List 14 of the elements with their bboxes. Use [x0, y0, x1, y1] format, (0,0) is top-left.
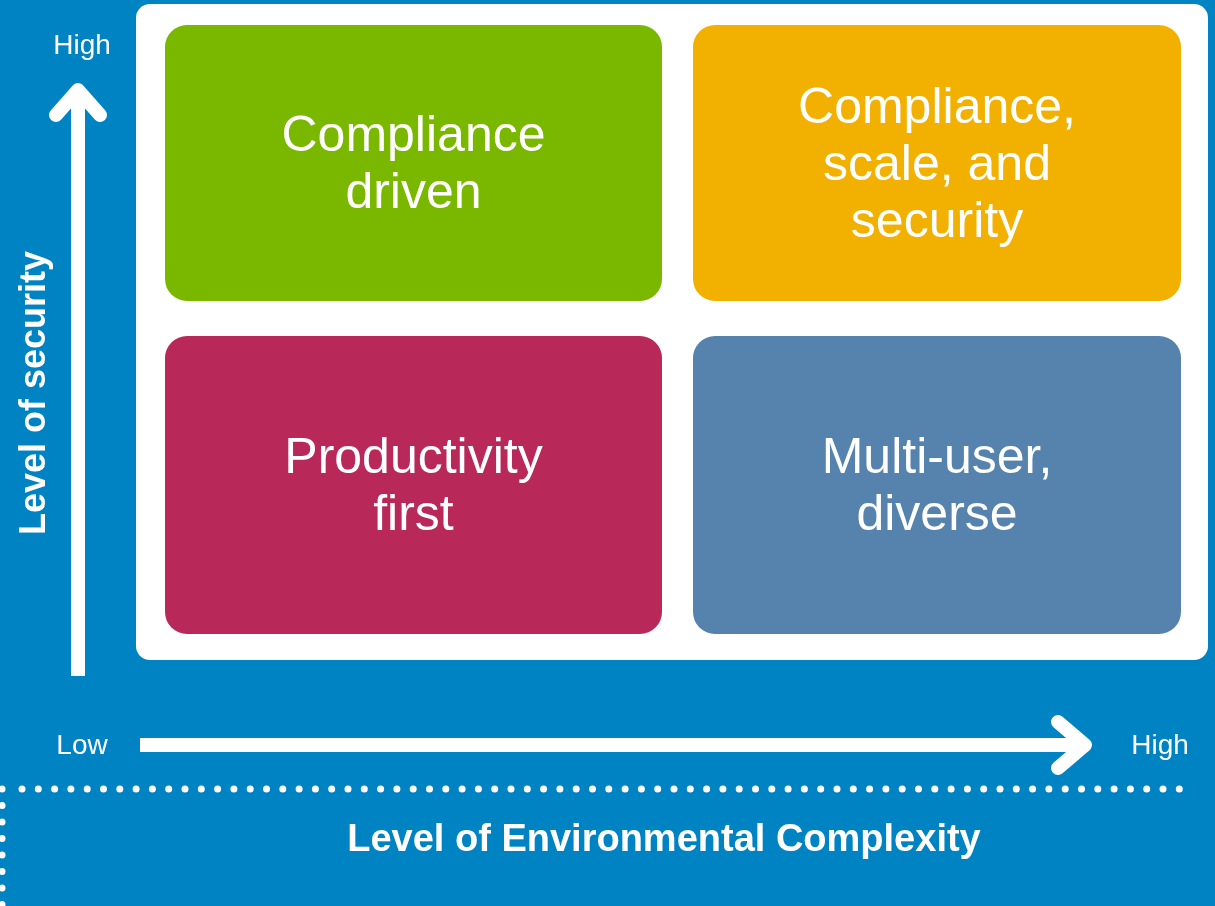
- axis-title: Level of security: [12, 250, 54, 536]
- chart-panel: [136, 4, 1208, 660]
- quadrant-box: [165, 25, 662, 301]
- axis-end-label: High: [53, 29, 111, 61]
- quadrant-box: [693, 336, 1181, 634]
- quadrant-label: Multi-user, diverse: [820, 428, 1054, 542]
- quadrant-label: Compliance, scale, and security: [797, 77, 1077, 249]
- quadrant-box: [693, 25, 1181, 301]
- axis-title: Level of Environmental Complexity: [347, 816, 981, 860]
- quadrant-label: Compliance driven: [280, 106, 547, 220]
- quadrant-box: [165, 336, 662, 634]
- axis-end-label: High: [1131, 729, 1189, 761]
- axis-end-label: Low: [56, 729, 108, 761]
- quadrant-label: Productivity first: [283, 428, 544, 542]
